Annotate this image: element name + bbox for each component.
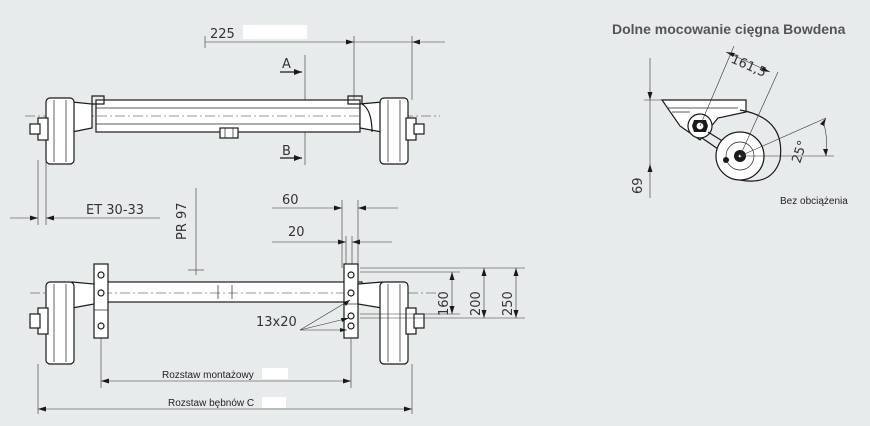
bowden-mount-detail: Dolne mocowanie cięgna Bowdena 69 161,5: [612, 21, 848, 207]
section-a-label: A: [282, 57, 291, 72]
detail-title: Dolne mocowanie cięgna Bowdena: [612, 21, 846, 37]
no-load-label: Bez obciążenia: [780, 196, 848, 207]
dim-60-label: 60: [282, 193, 299, 208]
dim-20-label: 20: [288, 225, 305, 240]
dim-160-label: 160: [437, 291, 452, 316]
dim-161-5-label: 161,5: [728, 52, 768, 81]
pr-label: PR 97: [175, 202, 190, 240]
drum-spacing-label: Rozstaw bębnów C: [168, 398, 254, 409]
mount-spacing-label: Rozstaw montażowy: [162, 370, 254, 381]
dim-225-label: 225: [210, 27, 235, 42]
dim-250-label: 250: [501, 291, 516, 316]
redacted-patch: [262, 368, 288, 379]
angle-25-label: 25°: [790, 139, 811, 166]
redacted-patch: [262, 397, 286, 408]
redacted-patch: [243, 25, 307, 39]
top-axle-view: 225 A B: [10, 25, 445, 225]
et-label: ET 30-33: [86, 203, 144, 218]
section-b-label: B: [282, 144, 291, 159]
dim-69-label: 69: [631, 177, 646, 194]
bolt-label: 13x20: [256, 315, 297, 330]
dim-200-label: 200: [469, 291, 484, 316]
bottom-axle-view: PR 97 60 20: [29, 188, 525, 414]
